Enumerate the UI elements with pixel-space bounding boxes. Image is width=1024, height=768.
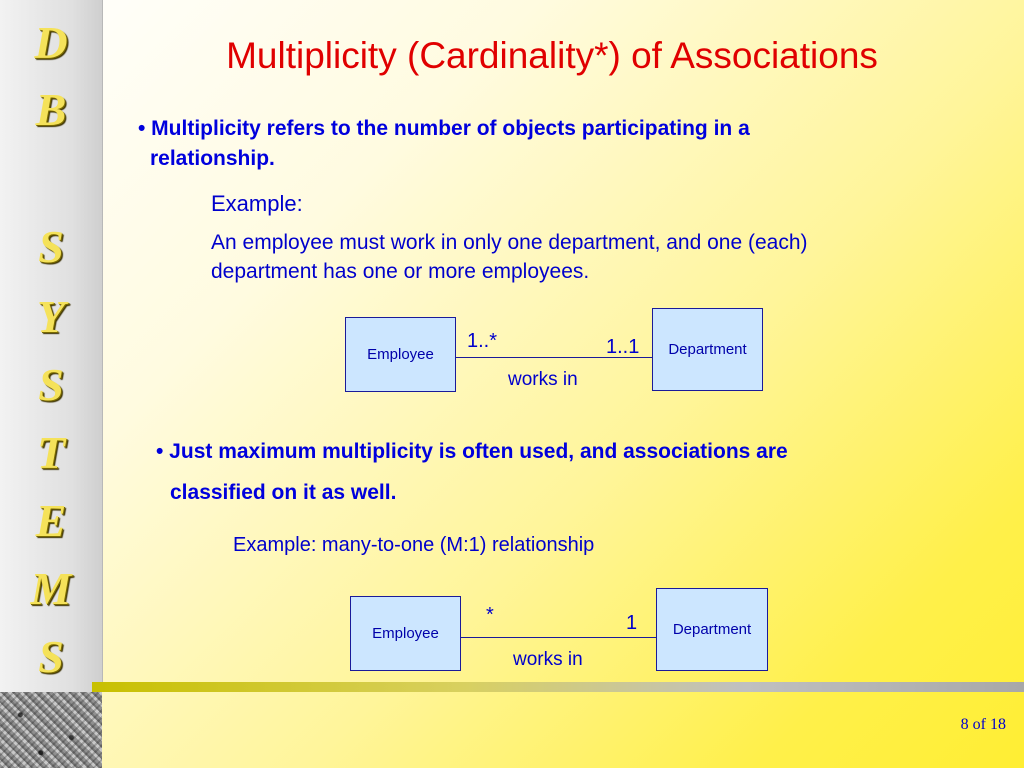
page-number: 8 of 18 (960, 716, 1006, 733)
bullet-max-multiplicity-line2: classified on it as well. (170, 481, 397, 504)
sidebar: D B S Y S T E M S (0, 0, 103, 692)
sidebar-letter: M (30, 563, 72, 614)
multiplicity-left: 1..* (467, 330, 498, 352)
association-label: works in (513, 649, 583, 670)
slide-title: Multiplicity (Cardinality*) of Associati… (226, 35, 878, 76)
association-line (456, 357, 652, 358)
sidebar-letter: E (35, 495, 67, 546)
sidebar-letter: S (38, 359, 64, 410)
association-label: works in (508, 369, 578, 390)
bullet-multiplicity-line1: • Multiplicity refers to the number of o… (138, 117, 750, 140)
class-box-department: Department (656, 588, 768, 671)
class-box-employee: Employee (345, 317, 456, 392)
bullet-max-multiplicity-line1: • Just maximum multiplicity is often use… (156, 440, 788, 463)
example-label: Example: (211, 191, 303, 216)
example-text-line1: An employee must work in only one depart… (211, 231, 808, 254)
sidebar-letter: B (35, 84, 67, 135)
sidebar-letter: S (38, 631, 64, 682)
sidebar-letter: T (36, 427, 66, 478)
multiplicity-left: * (486, 604, 494, 626)
class-box-department: Department (652, 308, 763, 391)
association-line (461, 637, 656, 638)
example2-label: Example: many-to-one (M:1) relationship (233, 534, 595, 556)
footer-divider-bar (92, 682, 1024, 692)
sidebar-letter: Y (36, 291, 66, 342)
sidebar-letter: S (38, 221, 64, 272)
multiplicity-right: 1 (626, 612, 638, 634)
sidebar-letter: D (34, 17, 68, 68)
class-box-employee: Employee (350, 596, 461, 671)
example-text-line2: department has one or more employees. (211, 260, 590, 283)
multiplicity-right: 1..1 (606, 336, 640, 358)
bullet-multiplicity-line2: relationship. (150, 147, 275, 170)
corner-texture (0, 692, 102, 768)
